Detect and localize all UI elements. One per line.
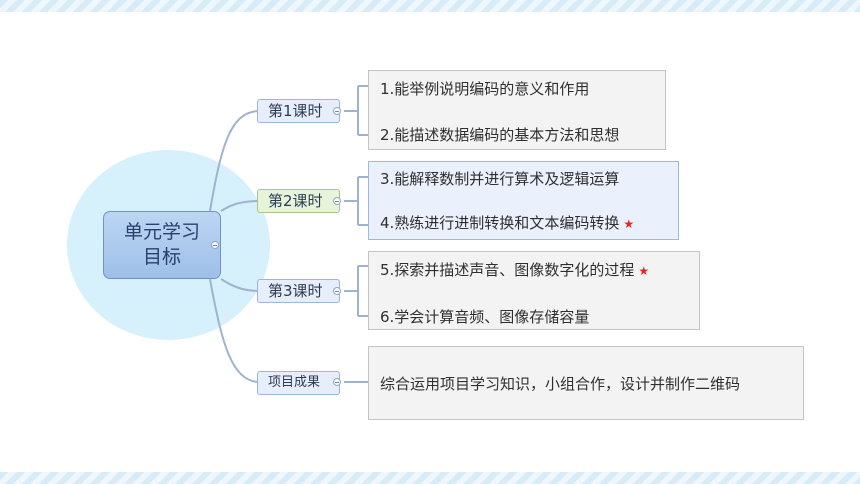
star-icon: ★ (638, 264, 650, 278)
leaf-box-lesson1[interactable]: 1.能举例说明编码的意义和作用 2.能描述数据编码的基本方法和思想 (368, 70, 666, 150)
connector-branch3-leaf (344, 265, 368, 317)
branch-node-lesson1[interactable]: 第1课时 (257, 99, 340, 123)
connector-branch2-leaf (344, 176, 368, 226)
leaf-box-lesson2[interactable]: 3.能解释数制并进行算术及逻辑运算 4.熟练进行进制转换和文本编码转换★ (368, 161, 679, 240)
top-stripe-decoration (0, 0, 860, 12)
branch4-collapse-icon[interactable] (333, 378, 341, 386)
leaf-item: 6.学会计算音频、图像存储容量 (380, 308, 590, 326)
branch1-collapse-icon[interactable] (333, 107, 341, 115)
leaf-item: 1.能举例说明编码的意义和作用 (380, 80, 590, 98)
connector-branch1-leaf (344, 85, 368, 136)
central-topic-label: 单元学习目标 (123, 221, 200, 268)
connector-center-branch4 (209, 278, 261, 383)
leaf-item: 综合运用项目学习知识，小组合作，设计并制作二维码 (380, 375, 741, 393)
connector-center-branch2 (220, 200, 261, 212)
branch3-collapse-icon[interactable] (333, 287, 341, 295)
branch-label: 第3课时 (268, 282, 323, 300)
leaf-box-project[interactable]: 综合运用项目学习知识，小组合作，设计并制作二维码 (368, 346, 804, 420)
leaf-box-lesson3[interactable]: 5.探索并描述声音、图像数字化的过程★ 6.学会计算音频、图像存储容量 (368, 251, 700, 330)
branch-label: 第2课时 (268, 192, 323, 210)
central-collapse-icon[interactable] (211, 241, 219, 249)
bottom-stripe-decoration (0, 472, 860, 484)
central-topic-node[interactable]: 单元学习目标 (103, 211, 221, 279)
leaf-item: 2.能描述数据编码的基本方法和思想 (380, 126, 620, 144)
branch-node-project[interactable]: 项目成果 (257, 371, 340, 395)
leaf-item: 5.探索并描述声音、图像数字化的过程★ (380, 261, 650, 279)
branch-label: 第1课时 (268, 102, 323, 120)
branch-node-lesson2[interactable]: 第2课时 (257, 189, 340, 213)
branch-node-lesson3[interactable]: 第3课时 (257, 279, 340, 303)
leaf-item: 3.能解释数制并进行算术及逻辑运算 (380, 170, 620, 188)
branch2-collapse-icon[interactable] (333, 197, 341, 205)
star-icon: ★ (623, 217, 635, 231)
connector-center-branch1 (209, 110, 261, 212)
leaf-item: 4.熟练进行进制转换和文本编码转换★ (380, 214, 635, 232)
connector-center-branch3 (220, 278, 261, 292)
branch-label: 项目成果 (268, 375, 321, 390)
